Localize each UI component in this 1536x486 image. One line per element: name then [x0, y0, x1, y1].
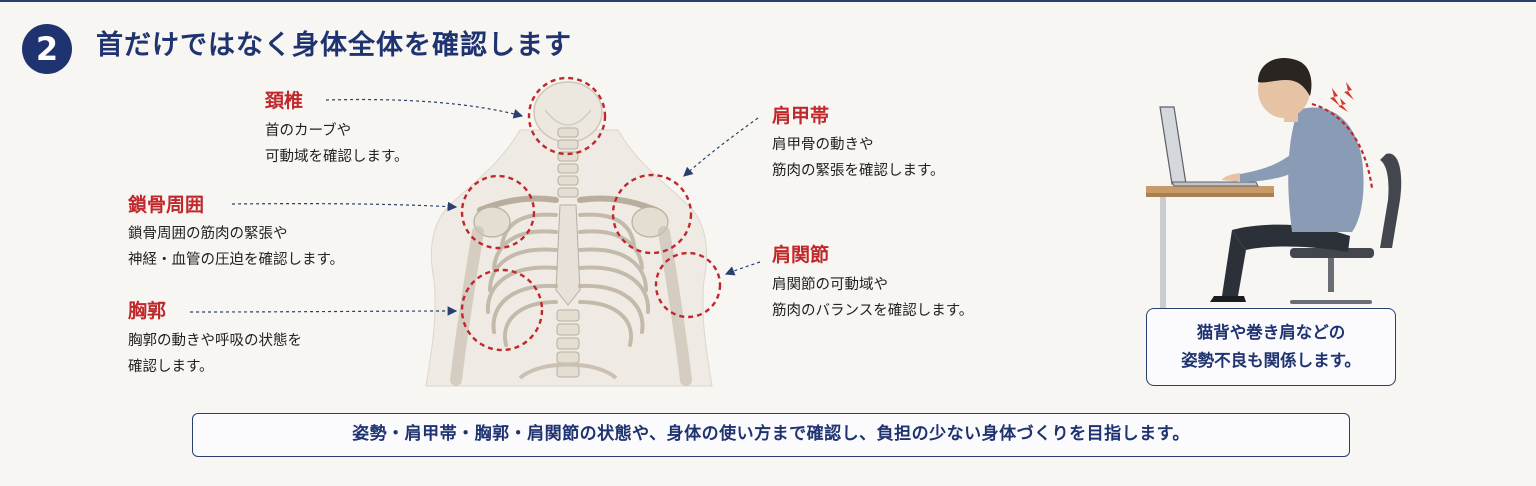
desc-cervical-line: 首のカーブや — [265, 123, 352, 139]
desc-thorax-line: 胸郭の動きや呼吸の状態を — [128, 333, 302, 349]
posture-note-box: 猫背や巻き肩などの 姿勢不良も関係します。 — [1146, 308, 1396, 386]
desc-scapula: 肩甲骨の動きや 筋肉の緊張を確認します。 — [772, 132, 945, 184]
scapula-arrow — [683, 117, 759, 177]
cervical-highlight — [527, 76, 607, 156]
cervical-arrow — [325, 98, 524, 119]
desc-cervical-line: 可動域を確認します。 — [265, 149, 409, 165]
desc-scapula-line: 筋肉の緊張を確認します。 — [772, 163, 945, 179]
shoulder-joint-highlight — [654, 251, 722, 319]
clavicle-arrow — [231, 201, 458, 212]
posture-note-line: 猫背や巻き肩などの — [1196, 323, 1346, 342]
label-cervical: 頚椎 — [265, 90, 304, 112]
label-shoulder-joint: 肩関節 — [772, 244, 830, 266]
desc-clavicle: 鎖骨周囲の筋肉の緊張や 神経・血管の圧迫を確認します。 — [128, 221, 344, 273]
label-scapula: 肩甲帯 — [772, 105, 830, 127]
desc-thorax-line: 確認します。 — [128, 359, 214, 375]
scapula-highlight — [611, 173, 693, 255]
desc-scapula-line: 肩甲骨の動きや — [772, 137, 874, 153]
step-badge: 2 — [22, 24, 72, 74]
label-clavicle: 鎖骨周囲 — [128, 194, 205, 216]
page-title: 首だけではなく身体全体を確認します — [96, 30, 572, 61]
desc-thorax: 胸郭の動きや呼吸の状態を 確認します。 — [128, 328, 302, 380]
desk-worker-illustration — [1146, 58, 1402, 309]
desc-shoulder-joint: 肩関節の可動域や 筋肉のバランスを確認します。 — [772, 272, 973, 324]
lightning-pain-icon — [1330, 82, 1354, 112]
thorax-highlight — [460, 268, 544, 352]
shoulder-joint-arrow — [724, 261, 761, 276]
desc-clavicle-line: 鎖骨周囲の筋肉の緊張や — [128, 226, 288, 242]
label-thorax: 胸郭 — [128, 300, 167, 322]
desc-clavicle-line: 神経・血管の圧迫を確認します。 — [128, 252, 345, 268]
desc-cervical: 首のカーブや 可動域を確認します。 — [265, 118, 409, 170]
skeleton-illustration — [425, 76, 722, 387]
thorax-arrow — [189, 306, 458, 316]
desc-shoulder-joint-line: 筋肉のバランスを確認します。 — [772, 303, 974, 319]
posture-note-line: 姿勢不良も関係します。 — [1181, 351, 1361, 370]
top-border — [0, 0, 1536, 2]
desc-shoulder-joint-line: 肩関節の可動域や — [772, 277, 888, 293]
clavicle-highlight — [460, 174, 536, 250]
summary-box: 姿勢・肩甲帯・胸郭・肩関節の状態や、身体の使い方まで確認し、負担の少ない身体づく… — [192, 413, 1350, 457]
